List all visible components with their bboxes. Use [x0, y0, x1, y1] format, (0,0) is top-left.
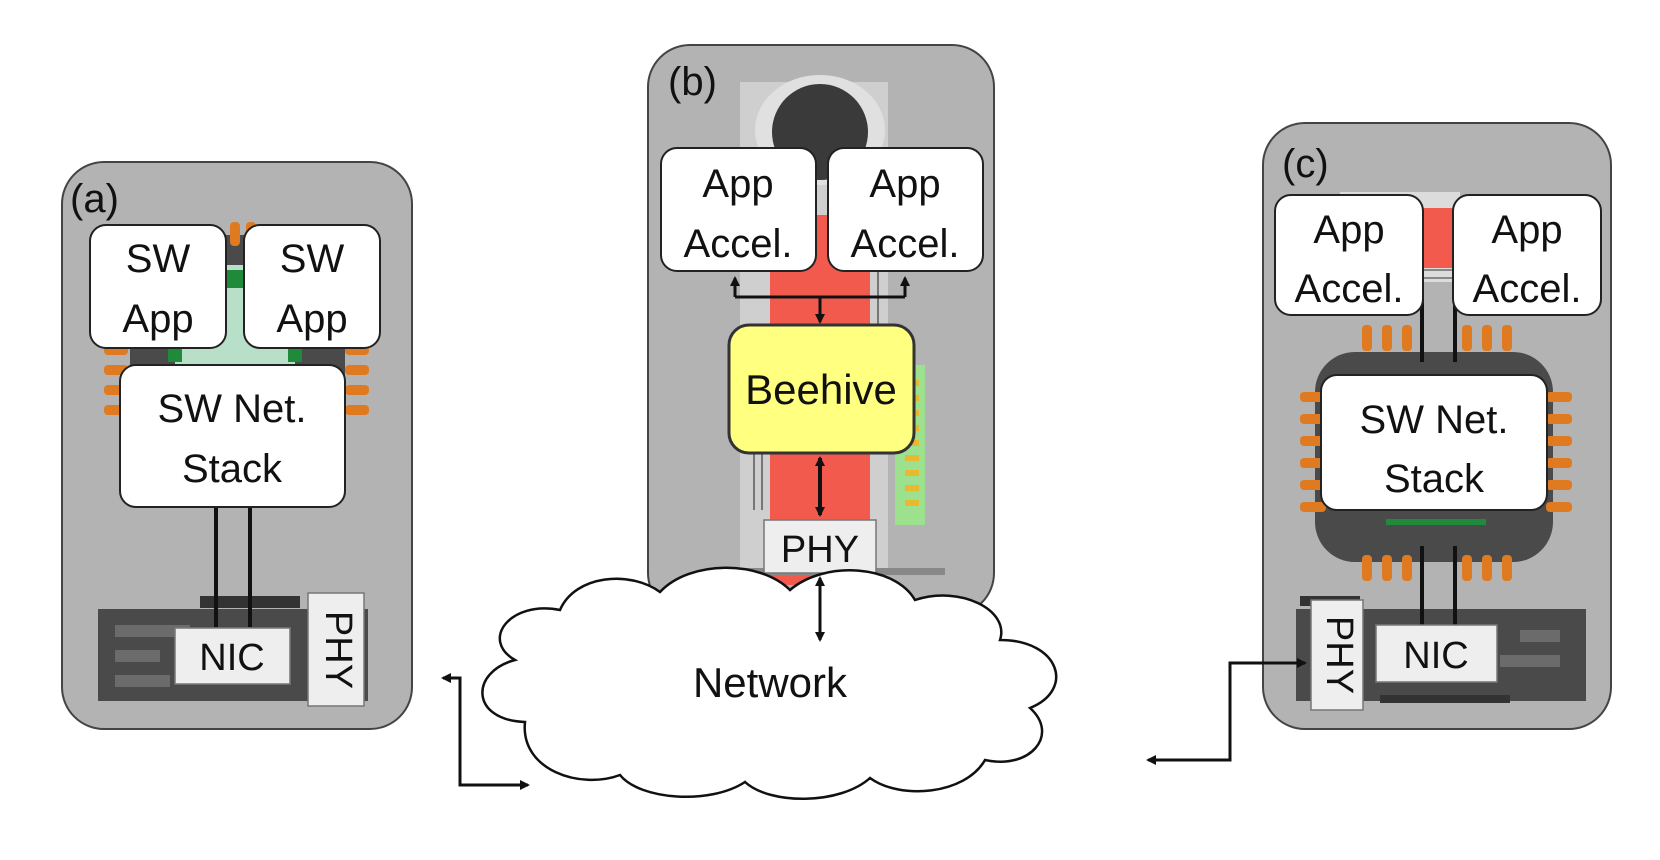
panel-b-label: (b): [668, 60, 717, 104]
panel-a-stack-line1: SW Net.: [158, 387, 307, 431]
panel-a-nic: [174, 627, 291, 685]
panel-a: (a) SW App SW App SW Net. Stack NIC PHY: [61, 161, 413, 730]
panel-b-phy: [763, 519, 877, 574]
panel-a-sw-app-left: [89, 224, 227, 349]
panel-c: (c) App Accel. App Accel. SW Net. Stack …: [1262, 122, 1612, 730]
panel-c-accel-left-line2: Accel.: [1295, 267, 1404, 311]
panel-c-phy: [1310, 599, 1364, 711]
arrow-network-panel-a: [441, 673, 530, 790]
panel-c-accel-right-line1: App: [1491, 208, 1562, 252]
panel-b-beehive-label: Beehive: [745, 366, 897, 413]
panel-a-phy-label: PHY: [317, 611, 359, 689]
panel-c-accel-right: [1452, 194, 1602, 316]
panel-a-sw-net-stack: [119, 364, 346, 508]
panel-c-nic: [1375, 624, 1498, 683]
panel-a-nic-label: NIC: [199, 637, 264, 679]
panel-a-app-left-line2: App: [122, 297, 193, 341]
panel-b-beehive: [727, 323, 916, 455]
arrow-network-panel-c: [1146, 680, 1232, 765]
panel-c-accel-right-line2: Accel.: [1473, 267, 1582, 311]
panel-c-stack-line2: Stack: [1384, 457, 1485, 501]
panel-b-accel-left-line2: Accel.: [684, 222, 793, 266]
panel-b-accel-left: [660, 147, 817, 272]
panel-c-label: (c): [1282, 142, 1329, 186]
panel-a-stack-line2: Stack: [182, 447, 283, 491]
network-cloud-shape: [481, 566, 1058, 801]
panel-c-phy-label: PHY: [1318, 616, 1360, 694]
panel-c-accel-left-line1: App: [1313, 208, 1384, 252]
network-cloud: Network: [481, 566, 1058, 801]
panel-a-phy: [307, 592, 365, 707]
panel-a-app-right-line2: App: [276, 297, 347, 341]
panel-b-accel-left-line1: App: [702, 162, 773, 206]
panel-c-accel-left: [1274, 194, 1424, 316]
panel-a-app-right-line1: SW: [280, 237, 345, 281]
panel-c-sw-net-stack: [1320, 374, 1548, 511]
panel-b: (b) App Accel. App Accel. Beehive PHY: [647, 44, 995, 616]
panel-b-accel-right: [827, 147, 984, 272]
panel-b-accel-right-line1: App: [869, 162, 940, 206]
panel-c-stack-line1: SW Net.: [1360, 398, 1509, 442]
network-label: Network: [693, 659, 848, 706]
panel-c-nic-label: NIC: [1403, 635, 1468, 677]
panel-a-app-left-line1: SW: [126, 237, 191, 281]
panel-a-label: (a): [70, 177, 119, 221]
panel-b-phy-label: PHY: [781, 529, 859, 571]
arrow-panel-c-phy: [1228, 658, 1307, 680]
panel-b-accel-right-line2: Accel.: [851, 222, 960, 266]
panel-a-sw-app-right: [243, 224, 381, 349]
